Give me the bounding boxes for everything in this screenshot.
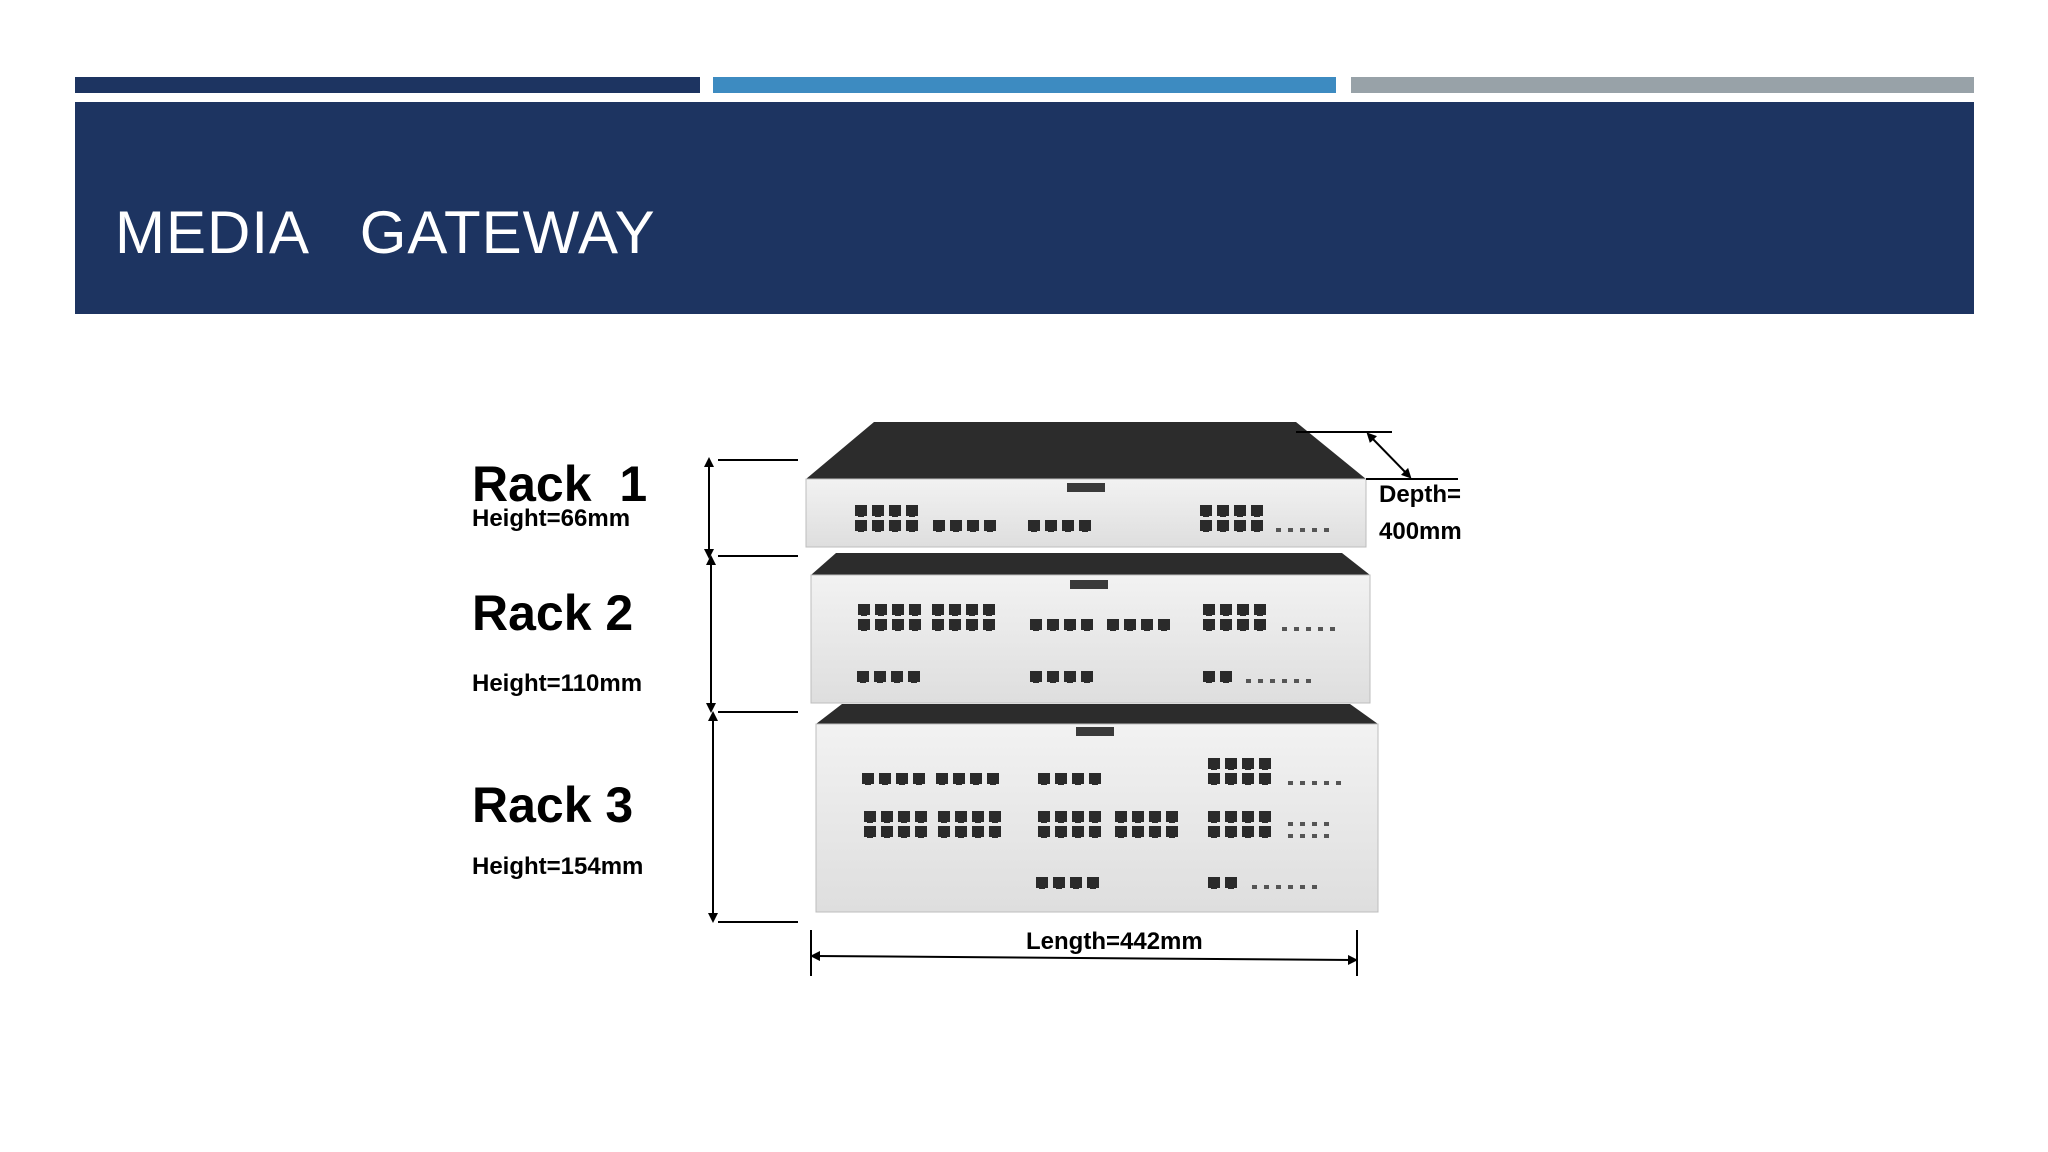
rack-2-ports-bottom bbox=[857, 671, 1311, 683]
rack-3-ports-lower bbox=[1036, 877, 1317, 889]
title-banner bbox=[75, 102, 1974, 314]
rack-2-height-label: Height=110mm bbox=[472, 670, 643, 697]
depth-label-line-1: Depth= bbox=[1379, 481, 1462, 508]
length-label: Length=442mm bbox=[1026, 928, 1203, 955]
accent-bar-gray bbox=[1351, 77, 1974, 93]
depth-label-line-2: 400mm bbox=[1379, 518, 1462, 545]
rack-3-ports-middle bbox=[864, 811, 1329, 838]
slide-title: MEDIA GATEWAY bbox=[115, 199, 656, 266]
rack-2-ports-top bbox=[858, 604, 1335, 631]
height-dimension-lines bbox=[704, 457, 798, 923]
rack-1-device bbox=[805, 422, 1367, 548]
accent-bar-blue bbox=[713, 77, 1336, 93]
rack-3-height-label: Height=154mm bbox=[472, 853, 644, 880]
rack-3-device bbox=[815, 704, 1379, 913]
rack-1-height-label: Height=66mm bbox=[472, 505, 631, 532]
accent-bar-navy bbox=[75, 77, 700, 93]
rack-3-label: Rack 3 bbox=[472, 777, 634, 833]
rack-2-device bbox=[810, 553, 1371, 704]
rack-1-label: Rack 1 bbox=[472, 456, 648, 512]
rack-1-ports-c bbox=[1200, 505, 1329, 532]
depth-dimension-lines bbox=[1296, 431, 1458, 480]
length-dimension-lines bbox=[810, 930, 1358, 976]
rack-2-label: Rack 2 bbox=[472, 585, 634, 641]
rack-3-ports-upper bbox=[862, 758, 1341, 785]
